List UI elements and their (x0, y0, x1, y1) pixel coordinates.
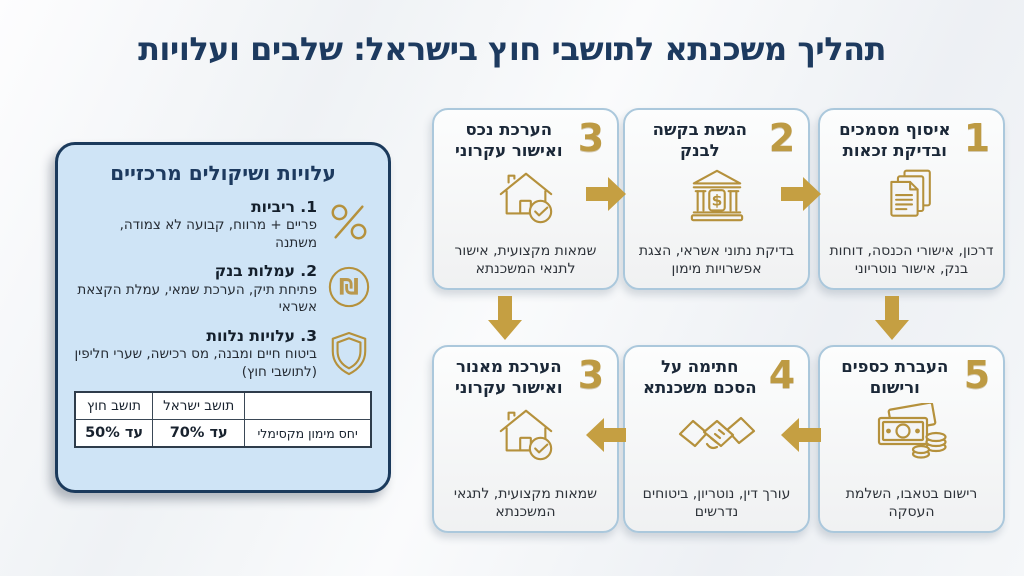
bank-icon: $ (686, 166, 748, 228)
cost-item-ancillary: 3. עלויות נלוות ביטוח חיים ומבנה, מס רכי… (74, 327, 372, 381)
dollar-glyph: $ (711, 192, 722, 210)
cost-item-detail: ביטוח חיים ומבנה, מס רכישה, שערי חליפין … (74, 346, 318, 380)
arrow-down-icon (488, 296, 522, 340)
step-description: בדיקת נתוני אשראי, הצגת אפשרויות מימון (638, 242, 795, 277)
handshake-icon (677, 403, 757, 461)
step-description: שמאות מקצועית, לתגאי המשכנתא (453, 485, 598, 520)
arrow-left-icon (781, 418, 821, 452)
arrow-right-icon (781, 177, 821, 211)
cost-item-heading: 3. עלויות נלוות (206, 326, 317, 345)
cost-item-heading: 2. עמלות בנק (214, 262, 317, 281)
cost-item-text: 1. ריביות פריים + מרווח, קבועה לא צמודה,… (74, 198, 317, 252)
arrow-left-icon (586, 418, 626, 452)
arrow-right-icon (586, 177, 626, 211)
step-title: הערכת נכס ואישור עקרוני (455, 120, 563, 160)
shekel-icon: ₪ (326, 262, 372, 309)
cost-item-bank-fees: ₪ 2. עמלות בנק פתיחת תיק, הערכת שמאי, עמ… (74, 262, 372, 316)
step-box-4: 4 חתימה על הסכם משכנתא עורך דין, נוטריון… (623, 345, 810, 533)
step-number: 1 (963, 116, 991, 160)
step-box-2: 2 הגשת בקשה לבנק $ בדיקת נתוני אשראי, הצ… (623, 108, 810, 290)
financing-ratio-table: תושב ישראל תושב חוץ יחס מימון מקסימלי עד… (74, 391, 372, 449)
money-icon (874, 401, 950, 465)
percent-icon (326, 198, 372, 243)
step-title: העברת כספים ורישום (841, 357, 949, 397)
table-cell-max-financing-label: יחס מימון מקסימלי (244, 419, 372, 448)
table-cell-israeli-value: עד 70% (152, 419, 246, 448)
step-description: רישום בטאבו, השלמת העסקה (845, 485, 978, 520)
step-title: הערכת מאנור ואישור עקרוני (455, 357, 563, 397)
step-number: 3 (577, 116, 605, 160)
costs-panel-title: עלויות ושיקולים מרכזיים (110, 161, 336, 185)
cost-item-detail: פריים + מרווח, קבועה לא צמודה, משתנה (119, 217, 317, 251)
page-title: תהליך משכנתא לתושבי חוץ בישראל: שלבים וע… (138, 30, 886, 68)
table-header-empty (244, 391, 372, 421)
step-title: הגשת בקשה לבנק (652, 120, 747, 160)
table-row: יחס מימון מקסימלי עד 70% עד 50% (74, 419, 372, 448)
cost-item-text: 2. עמלות בנק פתיחת תיק, הערכת שמאי, עמלת… (74, 262, 317, 316)
step-number: 5 (963, 353, 991, 397)
shield-icon (326, 327, 372, 378)
step-box-5: 5 העברת כספים ורישום רישום בטאבו, השלמת … (818, 345, 1005, 533)
step-box-1: 1 איסוף מסמכים ובדיקת זכאות דרכון, אישור… (818, 108, 1005, 290)
arrow-down-icon (875, 296, 909, 340)
documents-icon (882, 166, 942, 230)
step-description: שמאות מקצועית, אישור לתנאי המשכנתא (454, 242, 597, 277)
cost-item-detail: פתיחת תיק, הערכת שמאי, עמלת הקצאת אשראי (77, 281, 317, 316)
step-description: דרכון, אישורי הכנסה, דוחות בנק, אישור נו… (829, 242, 994, 277)
step-number: 3 (577, 353, 605, 397)
step-title: חתימה על הסכם משכנתא (642, 357, 757, 397)
table-cell-foreign-value: עד 50% (74, 419, 154, 448)
costs-panel: עלויות ושיקולים מרכזיים 1. ריביות פריים … (55, 142, 391, 493)
shekel-glyph: ₪ (339, 276, 359, 301)
cost-item-interest: 1. ריביות פריים + מרווח, קבועה לא צמודה,… (74, 198, 372, 252)
cost-item-text: 3. עלויות נלוות ביטוח חיים ומבנה, מס רכי… (74, 326, 318, 381)
house-check-icon (495, 166, 557, 230)
step-title: איסוף מסמכים ובדיקת זכאות (839, 120, 951, 160)
table-header-israeli-resident: תושב ישראל (152, 391, 246, 421)
step-description: עורך דין, נוטריון, ביטוחים נדרשים (642, 485, 791, 520)
cost-item-heading: 1. ריביות (251, 198, 317, 216)
house-check-icon (495, 403, 557, 467)
step-number: 2 (768, 116, 796, 160)
step-box-3b: 3 הערכת מאנור ואישור עקרוני שמאות מקצועי… (432, 345, 619, 533)
step-number: 4 (768, 353, 796, 397)
table-header-row: תושב ישראל תושב חוץ (74, 391, 372, 421)
table-header-foreign-resident: תושב חוץ (74, 391, 154, 421)
